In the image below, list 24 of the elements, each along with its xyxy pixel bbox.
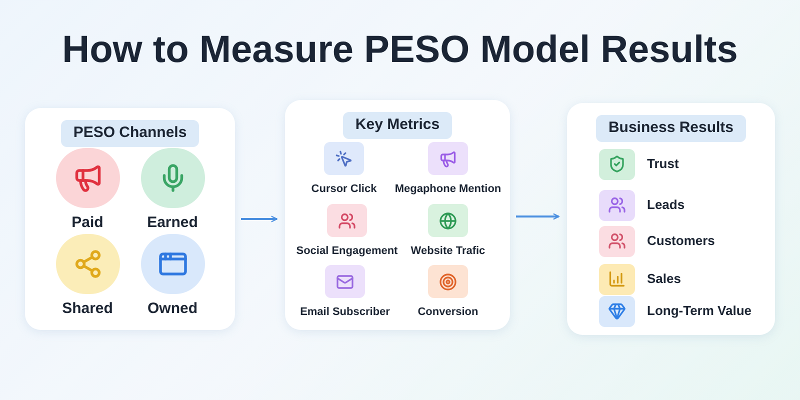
result-label: Leads: [647, 196, 685, 214]
section-heading: Key Metrics: [343, 112, 452, 138]
metric-label: Email Subscriber: [300, 305, 390, 320]
channel-label: Shared: [62, 298, 113, 318]
metric-label: Website Trafic: [410, 244, 486, 259]
metric-label: Megaphone Mention: [394, 182, 502, 197]
panel-card: [25, 108, 235, 330]
metric-label: Social Engagement: [296, 244, 398, 259]
panel-card: [567, 103, 775, 335]
section-heading: Business Results: [596, 115, 746, 142]
arrow: [241, 216, 278, 222]
panel-card: [285, 100, 510, 330]
title: How to Measure PESO Model Results: [62, 28, 738, 73]
result-label: Sales: [647, 270, 681, 288]
section-heading: PESO Channels: [61, 120, 199, 146]
arrow: [516, 213, 560, 220]
result-label: Customers: [647, 232, 715, 250]
metric-label: Conversion: [418, 305, 478, 320]
channel-label: Owned: [147, 298, 198, 318]
result-label: Trust: [647, 155, 679, 174]
result-label: Long-Term Value: [647, 302, 752, 320]
channel-label: Earned: [147, 212, 198, 232]
metric-label: Cursor Click: [311, 182, 377, 197]
channel-label: Paid: [72, 212, 104, 232]
